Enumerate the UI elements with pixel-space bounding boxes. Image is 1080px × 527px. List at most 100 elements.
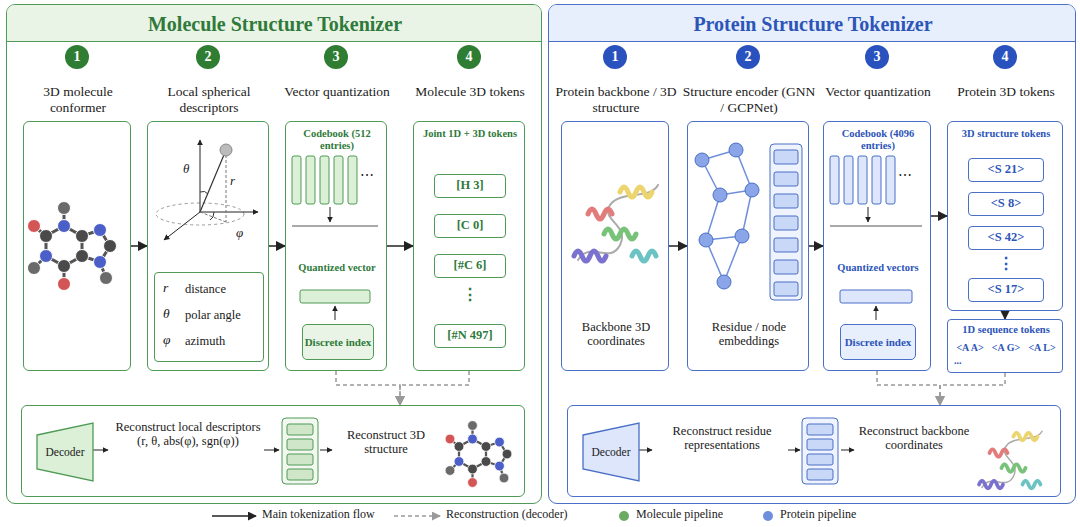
flow-arrow <box>1004 311 1006 319</box>
label-text: Reconstruct residue representations <box>656 424 788 453</box>
molecule-figure <box>28 202 117 291</box>
illustration-part <box>774 216 798 230</box>
label-text: [H 3] <box>435 175 505 197</box>
step-box: Vector quantizationCodebook (512 entries… <box>285 121 387 371</box>
flow-arrow <box>931 215 947 217</box>
label-text: [#N 497] <box>435 325 505 347</box>
label-text: <A A> <box>952 342 988 354</box>
legend-text: Protein pipeline <box>780 508 856 522</box>
label-text: ⋮ <box>414 286 526 304</box>
tokenizer-panel: Molecule Structure Tokenizer13D molecule… <box>6 4 542 504</box>
illustration-part <box>695 143 759 289</box>
illustration-part <box>445 421 512 488</box>
label-text: r <box>163 280 179 296</box>
label-text: Decoder <box>582 422 640 482</box>
step-number: 1 <box>603 45 627 69</box>
label-text: distance <box>185 282 261 296</box>
figure-label: φ <box>236 226 243 241</box>
illustration-part <box>841 450 854 451</box>
discrete-index-box: Discrete index <box>302 324 374 360</box>
illustration-part <box>287 469 313 480</box>
illustration-part <box>774 172 798 186</box>
illustration-part <box>639 450 652 451</box>
illustration-part <box>788 450 800 451</box>
step-box: 3D molecule conformer <box>23 121 131 371</box>
token-box: <S 21> <box>968 158 1044 182</box>
decoder-shape <box>37 423 93 481</box>
illustration-part <box>220 144 232 156</box>
graph-encoder-figure <box>695 143 802 300</box>
illustration-part <box>292 226 378 227</box>
illustration-part <box>200 191 208 194</box>
illustration-part <box>320 156 329 204</box>
illustration-part <box>807 439 833 450</box>
illustration-part <box>840 290 912 303</box>
illustration-part <box>335 306 336 320</box>
legend-text: Reconstruction (decoder) <box>446 508 568 522</box>
label-text: Reconstruct backbone coordinates <box>858 424 970 453</box>
token-box: [C 0] <box>434 214 506 238</box>
step-number: 4 <box>993 45 1017 69</box>
decoder-block: Decoder <box>582 422 640 482</box>
token-box: [#C 6] <box>434 254 506 278</box>
label-text: Protein backbone / 3D structure <box>554 84 678 115</box>
illustration-part <box>774 150 798 164</box>
illustration-part <box>770 144 802 300</box>
illustration-part <box>287 424 313 480</box>
label-text: polar angle <box>185 308 261 322</box>
label-text: Molecule Structure Tokenizer <box>7 13 543 36</box>
figure-label: r <box>230 174 235 189</box>
reconstruction-arrow <box>940 373 1005 405</box>
illustration-part <box>745 183 759 197</box>
decoder-panel: Reconstruct local descriptors (r, θ, abs… <box>21 405 525 497</box>
label-text: 4 <box>457 45 481 69</box>
label-text: Codebook (4096 entries) <box>828 128 928 152</box>
reconstruction-arrow <box>877 371 940 405</box>
illustration-part <box>292 156 301 204</box>
illustration-part <box>306 156 315 204</box>
illustration-part <box>200 212 226 222</box>
illustration-part <box>282 418 318 484</box>
illustration-part <box>872 156 881 204</box>
label-text: Quantized vector <box>290 262 384 274</box>
label-text: 1D sequence tokens <box>950 324 1062 336</box>
decoder-shape <box>583 423 639 481</box>
label-text: Decoder <box>36 422 94 482</box>
step-number: 3 <box>865 45 889 69</box>
flow-arrow <box>131 245 147 247</box>
tokenizer-panel: Protein Structure Tokenizer1Protein back… <box>548 4 1076 504</box>
illustration-part <box>287 439 313 450</box>
label-text: 2 <box>736 45 760 69</box>
illustration-part <box>735 229 749 243</box>
label-text: <A G> <box>988 342 1024 354</box>
illustration-part <box>802 418 838 484</box>
flow-arrow <box>269 245 285 247</box>
illustration-part <box>695 153 709 167</box>
label-text: 4 <box>993 45 1017 69</box>
label-text: Structure encoder (GNN / GCPNet) <box>682 84 816 115</box>
label-text: ⋮ <box>948 255 1064 273</box>
protein-figure <box>574 185 658 261</box>
illustration-part <box>774 282 798 296</box>
label-text: 3 <box>324 45 348 69</box>
label-text: Local spherical descriptors <box>142 84 276 115</box>
token-box: [H 3] <box>434 174 506 198</box>
label-text: Protein 3D tokens <box>940 84 1072 100</box>
step-box: Protein 3D tokens3D structure tokens⋮<S … <box>947 121 1063 311</box>
label-text: Vector quantization <box>814 84 942 100</box>
label-text: θ <box>163 306 179 322</box>
illustration-part <box>334 156 343 204</box>
discrete-index-box: Discrete index <box>840 324 916 360</box>
illustration-part <box>774 194 798 208</box>
label-text: <A L> <box>1024 342 1060 354</box>
label-text: Joint 1D + 3D tokens <box>418 128 522 140</box>
label-text: 3D molecule conformer <box>14 84 142 115</box>
illustration-part <box>394 515 440 517</box>
label-text: [C 0] <box>435 215 505 237</box>
label-text: Backbone 3D coordinates <box>566 320 666 349</box>
figure-label: ⋯ <box>360 168 374 184</box>
step-box: Protein backbone / 3D structureBackbone … <box>561 121 669 371</box>
illustration-part <box>858 156 867 204</box>
label-text: <S 21> <box>969 159 1043 181</box>
label-text: Quantized vectors <box>828 262 928 274</box>
